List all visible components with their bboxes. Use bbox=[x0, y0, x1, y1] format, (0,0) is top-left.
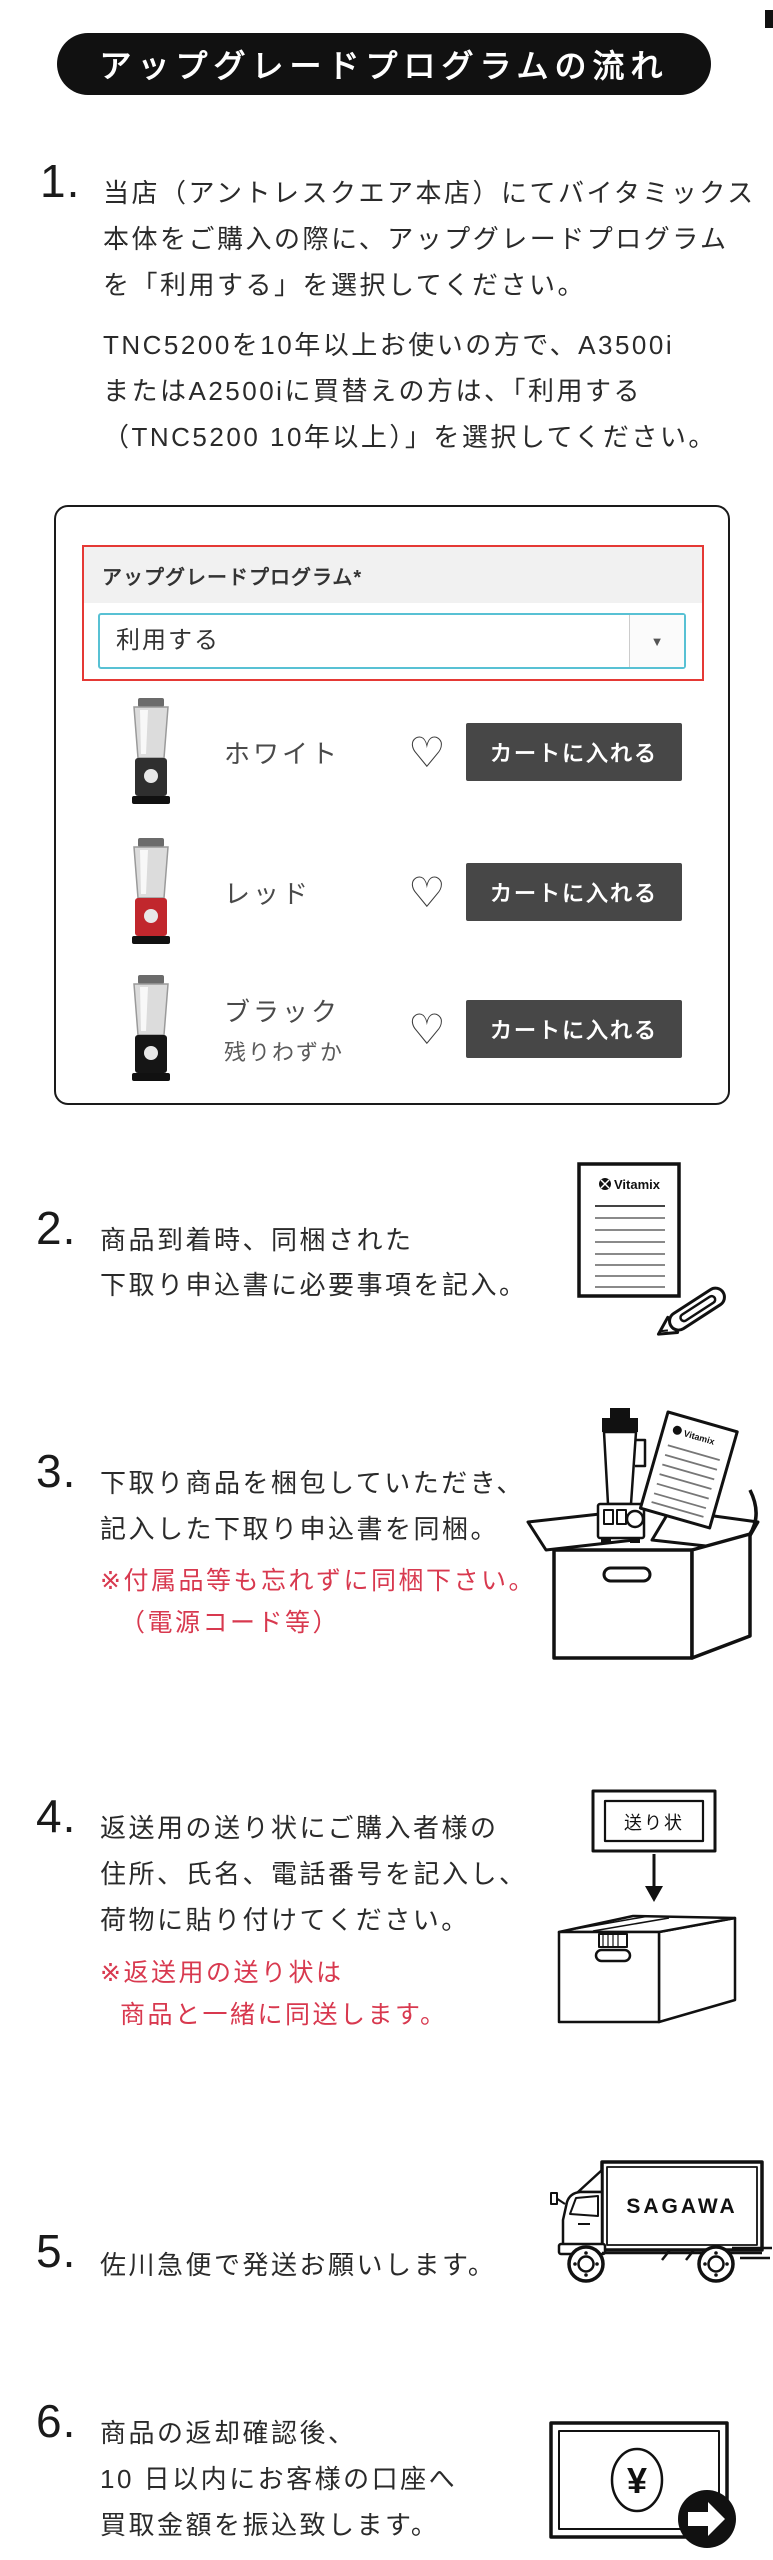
sagawa-truck-illustration: SAGAWA bbox=[550, 2160, 772, 2283]
select-arrow-button: ▼ bbox=[629, 615, 684, 667]
text-line: 買取金額を振込致します。 bbox=[100, 2510, 440, 2540]
shipping-label-illustration: 送り状 bbox=[557, 1789, 737, 2024]
blender-product-image bbox=[132, 698, 170, 804]
text-line: 当店（アントレスクエア本店）にてバイタミックス bbox=[103, 178, 756, 208]
yen-oval bbox=[610, 2447, 664, 2513]
text-line: 住所、氏名、電話番号を記入し、 bbox=[100, 1859, 528, 1889]
text-line: またはA2500iに買替えの方は、「利用する bbox=[103, 376, 642, 406]
blender-icon bbox=[596, 1408, 647, 1543]
product-name-block: ブラック 残りわずか bbox=[224, 969, 344, 1089]
blender-product-image bbox=[132, 975, 170, 1081]
text-line: （TNC5200 10年以上）」を選択してください。 bbox=[103, 422, 717, 452]
step-1-paragraph-1: 当店（アントレスクエア本店）にてバイタミックス 本体をご購入の際に、アップグレー… bbox=[103, 170, 756, 308]
svg-text:¥: ¥ bbox=[627, 2460, 647, 2501]
text-line: 商品の返却確認後、 bbox=[100, 2418, 357, 2448]
page-title-banner: アップグレードプログラムの流れ bbox=[57, 33, 711, 95]
add-to-cart-button[interactable]: カートに入れる bbox=[466, 863, 682, 921]
side-mirror-icon bbox=[550, 2192, 558, 2205]
product-name: レッド bbox=[224, 878, 312, 909]
text-line: TNC5200を10年以上お使いの方で、A3500i bbox=[103, 330, 675, 360]
svg-text:SAGAWA: SAGAWA bbox=[626, 2195, 737, 2218]
wishlist-heart-icon[interactable]: ♡ bbox=[408, 728, 446, 776]
text-line: 佐川急便で発送お願いします。 bbox=[100, 2250, 497, 2280]
text-line: 本体をご購入の際に、アップグレードプログラム bbox=[103, 224, 729, 254]
select-value: 利用する bbox=[116, 627, 220, 654]
form-sheet-icon: Vitamix bbox=[638, 1410, 739, 1530]
page-title: アップグレードプログラムの流れ bbox=[99, 48, 669, 84]
cab-deflector bbox=[576, 2168, 604, 2194]
product-selector-card: アップグレードプログラム* 利用する ▼ ホワイト ♡ bbox=[54, 505, 730, 1105]
step-2-text: 商品到着時、同梱された 下取り申込書に必要事項を記入。 bbox=[100, 1218, 528, 1308]
field-label: アップグレードプログラム* bbox=[102, 566, 363, 589]
step-3-number: 3. bbox=[36, 1445, 77, 1497]
add-to-cart-button[interactable]: カートに入れる bbox=[466, 723, 682, 781]
front-wheel-icon bbox=[567, 2245, 605, 2283]
step-6-text: 商品の返却確認後、 10 日以内にお客様の口座へ 買取金額を振込致します。 bbox=[100, 2410, 457, 2548]
step-2-number: 2. bbox=[36, 1202, 77, 1254]
note-line: ※付属品等も忘れずに同梱下さい。 bbox=[100, 1567, 536, 1595]
note-line: ※返送用の送り状は bbox=[100, 1959, 344, 1987]
step-3-note: ※付属品等も忘れずに同梱下さい。 （電源コード等） bbox=[100, 1560, 536, 1644]
vitamix-logo-icon bbox=[599, 1178, 611, 1190]
svg-text:送り状: 送り状 bbox=[624, 1813, 684, 1833]
product-row-red: レッド ♡ カートに入れる bbox=[56, 832, 732, 952]
rear-wheel-icon bbox=[697, 2245, 735, 2283]
text-line: 下取り商品を梱包していただき、 bbox=[100, 1468, 525, 1498]
text-line: を「利用する」を選択してください。 bbox=[103, 270, 586, 300]
step-4-number: 4. bbox=[36, 1790, 77, 1842]
packing-box-illustration: Vitamix bbox=[526, 1408, 760, 1660]
text-line: 荷物に貼り付けてください。 bbox=[100, 1905, 470, 1935]
text-line: 商品到着時、同梱された bbox=[100, 1225, 414, 1255]
note-line: （電源コード等） bbox=[120, 1609, 341, 1637]
step-1-paragraph-2: TNC5200を10年以上お使いの方で、A3500i またはA2500iに買替え… bbox=[103, 322, 717, 460]
svg-text:Vitamix: Vitamix bbox=[614, 1177, 661, 1192]
add-to-cart-button[interactable]: カートに入れる bbox=[466, 1000, 682, 1058]
text-line: 返送用の送り状にご購入者様の bbox=[100, 1813, 499, 1843]
product-name-block: レッド bbox=[224, 832, 311, 952]
product-row-black: ブラック 残りわずか ♡ カートに入れる bbox=[56, 969, 732, 1089]
pen-icon bbox=[656, 1286, 726, 1336]
payment-illustration: ¥ bbox=[549, 2421, 736, 2548]
product-name: ブラック bbox=[224, 996, 341, 1027]
step-4-text: 返送用の送り状にご購入者様の 住所、氏名、電話番号を記入し、 荷物に貼り付けてく… bbox=[100, 1805, 528, 1943]
upgrade-program-field-highlight: アップグレードプログラム* 利用する ▼ bbox=[82, 545, 704, 681]
text-line: 10 日以内にお客様の口座へ bbox=[100, 2464, 458, 2494]
step-3-text: 下取り商品を梱包していただき、 記入した下取り申込書を同梱。 bbox=[100, 1460, 525, 1552]
edge-artifact bbox=[765, 10, 773, 28]
wishlist-heart-icon[interactable]: ♡ bbox=[408, 1005, 446, 1053]
product-row-white: ホワイト ♡ カートに入れる bbox=[56, 692, 732, 812]
step-5-number: 5. bbox=[36, 2225, 77, 2277]
trade-in-form-illustration: Vitamix bbox=[577, 1162, 726, 1336]
text-line: 記入した下取り申込書を同梱。 bbox=[100, 1514, 500, 1544]
step-1-number: 1. bbox=[40, 155, 81, 207]
field-label-bar: アップグレードプログラム* bbox=[84, 547, 702, 603]
wishlist-heart-icon[interactable]: ♡ bbox=[408, 868, 446, 916]
text-line: 下取り申込書に必要事項を記入。 bbox=[100, 1270, 528, 1300]
product-name: ホワイト bbox=[224, 738, 341, 769]
step-6-number: 6. bbox=[36, 2395, 77, 2447]
step-4-note: ※返送用の送り状は 商品と一緒に同送します。 bbox=[100, 1952, 448, 2036]
step-5-text: 佐川急便で発送お願いします。 bbox=[100, 2242, 496, 2288]
stock-note: 残りわずか bbox=[224, 1039, 345, 1065]
upgrade-program-select[interactable]: 利用する ▼ bbox=[98, 613, 686, 669]
blender-product-image bbox=[132, 838, 170, 944]
chevron-down-icon: ▼ bbox=[650, 633, 664, 649]
product-name-block: ホワイト bbox=[224, 692, 340, 812]
note-line: 商品と一緒に同送します。 bbox=[120, 2001, 448, 2029]
